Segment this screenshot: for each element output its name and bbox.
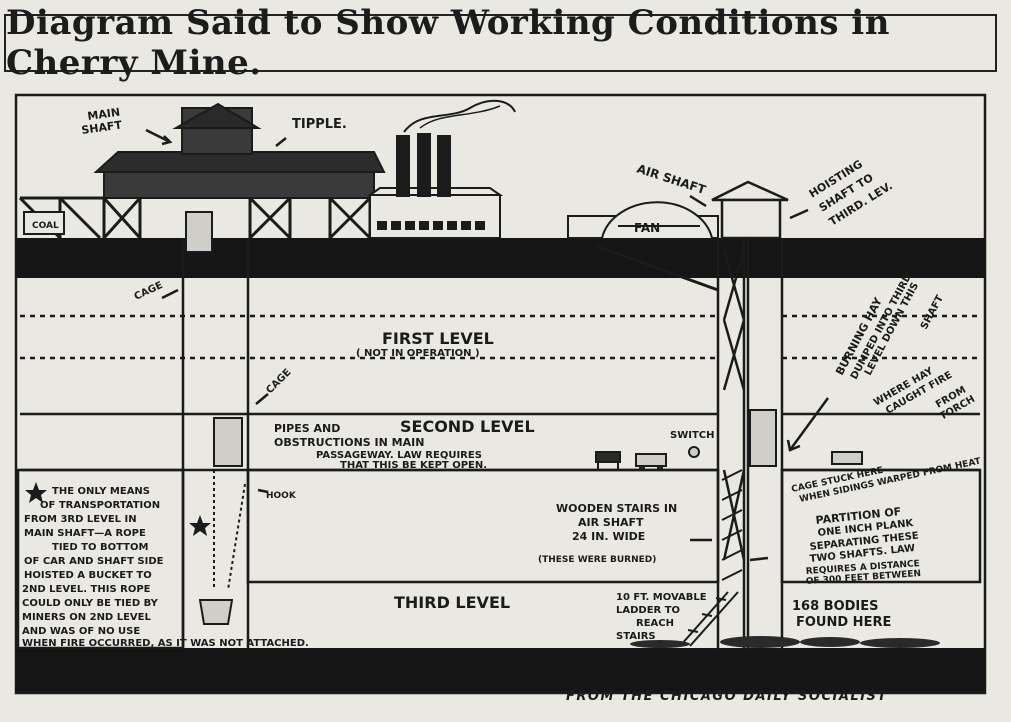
label-tipple: TIPPLE. [292,117,347,132]
label-stairs-3: 24 IN. WIDE [572,530,645,543]
hoisting-tower [595,180,789,650]
label-stairs-4: (THESE WERE BURNED) [538,555,656,565]
label-third-level: THIRD LEVEL [394,593,510,612]
label-stairs-1: WOODEN STAIRS IN [556,502,677,515]
note-line-2: OF TRANSPORTATION [40,500,160,511]
note-line-9: COULD ONLY BE TIED BY [22,598,159,609]
label-coal: COAL [32,221,59,231]
label-main-shaft-1: MAIN [87,106,121,123]
star-markers [25,482,211,536]
ground-surface [16,238,985,278]
credit-line: FROM THE CHICAGO DAILY SOCIALIST [566,689,888,704]
label-pipes-2: OBSTRUCTIONS IN MAIN [274,436,424,449]
label-air-shaft: AIR SHAFT [635,162,708,198]
label-fan: FAN [634,221,660,235]
label-first-level: FIRST LEVEL [382,329,494,348]
diagram-frame [14,93,987,695]
note-line-7: HOISTED A BUCKET TO [24,570,152,581]
fan-house [567,201,719,239]
label-main-shaft-2: SHAFT [81,118,124,137]
tipple-building [18,102,386,240]
movable-ladder [679,591,739,647]
label-pipes-4: THAT THIS BE KEPT OPEN. [340,460,487,471]
label-ladder-4: STAIRS [616,631,656,642]
powerhouse [366,99,516,239]
label-cage-1: CAGE [133,280,165,303]
label-ladder-2: LADDER TO [616,605,680,616]
label-bodies-1: 168 BODIES [792,599,879,614]
note-line-11: AND WAS OF NO USE [22,626,140,637]
label-ladder-3: REACH [636,618,674,629]
pointer-arrows [145,128,830,562]
label-pipes-1: PIPES AND [274,422,340,435]
label-hook: HOOK [266,491,297,501]
mule-car [595,446,863,471]
cages [185,211,777,467]
note-line-4: MAIN SHAFT—A ROPE [24,528,146,539]
label-second-level: SECOND LEVEL [400,417,535,436]
note-line-3: FROM 3RD LEVEL IN [24,514,137,525]
label-bodies-2: FOUND HERE [796,615,891,630]
label-switch: SWITCH [670,430,714,441]
label-pipes-3: PASSAGEWAY. LAW REQUIRES [316,450,482,461]
note-line-6: OF CAR AND SHAFT SIDE [24,556,164,567]
note-line-10: MINERS ON 2ND LEVEL [22,612,151,623]
mine-floor [16,648,985,692]
title-box: Diagram Said to Show Working Conditions … [4,3,997,83]
note-line-5: TIED TO BOTTOM [52,542,148,553]
note-line-8: 2ND LEVEL. THIS ROPE [22,584,151,595]
label-ladder-1: 10 FT. MOVABLE [616,592,707,603]
bodies-pile [630,636,940,648]
bucket [198,470,246,625]
label-burning-4: SHAFT [919,293,946,331]
note-line-12: WHEN FIRE OCCURRED, AS IT WAS NOT ATTACH… [22,638,309,649]
label-first-level-note: ( NOT IN OPERATION ) [356,348,480,359]
diagram-title: Diagram Said to Show Working Conditions … [6,3,890,83]
wooden-stairs [721,469,743,581]
label-stairs-2: AIR SHAFT [578,516,644,529]
note-line-1: THE ONLY MEANS [52,486,150,497]
label-cage-2: CAGE [264,367,293,396]
